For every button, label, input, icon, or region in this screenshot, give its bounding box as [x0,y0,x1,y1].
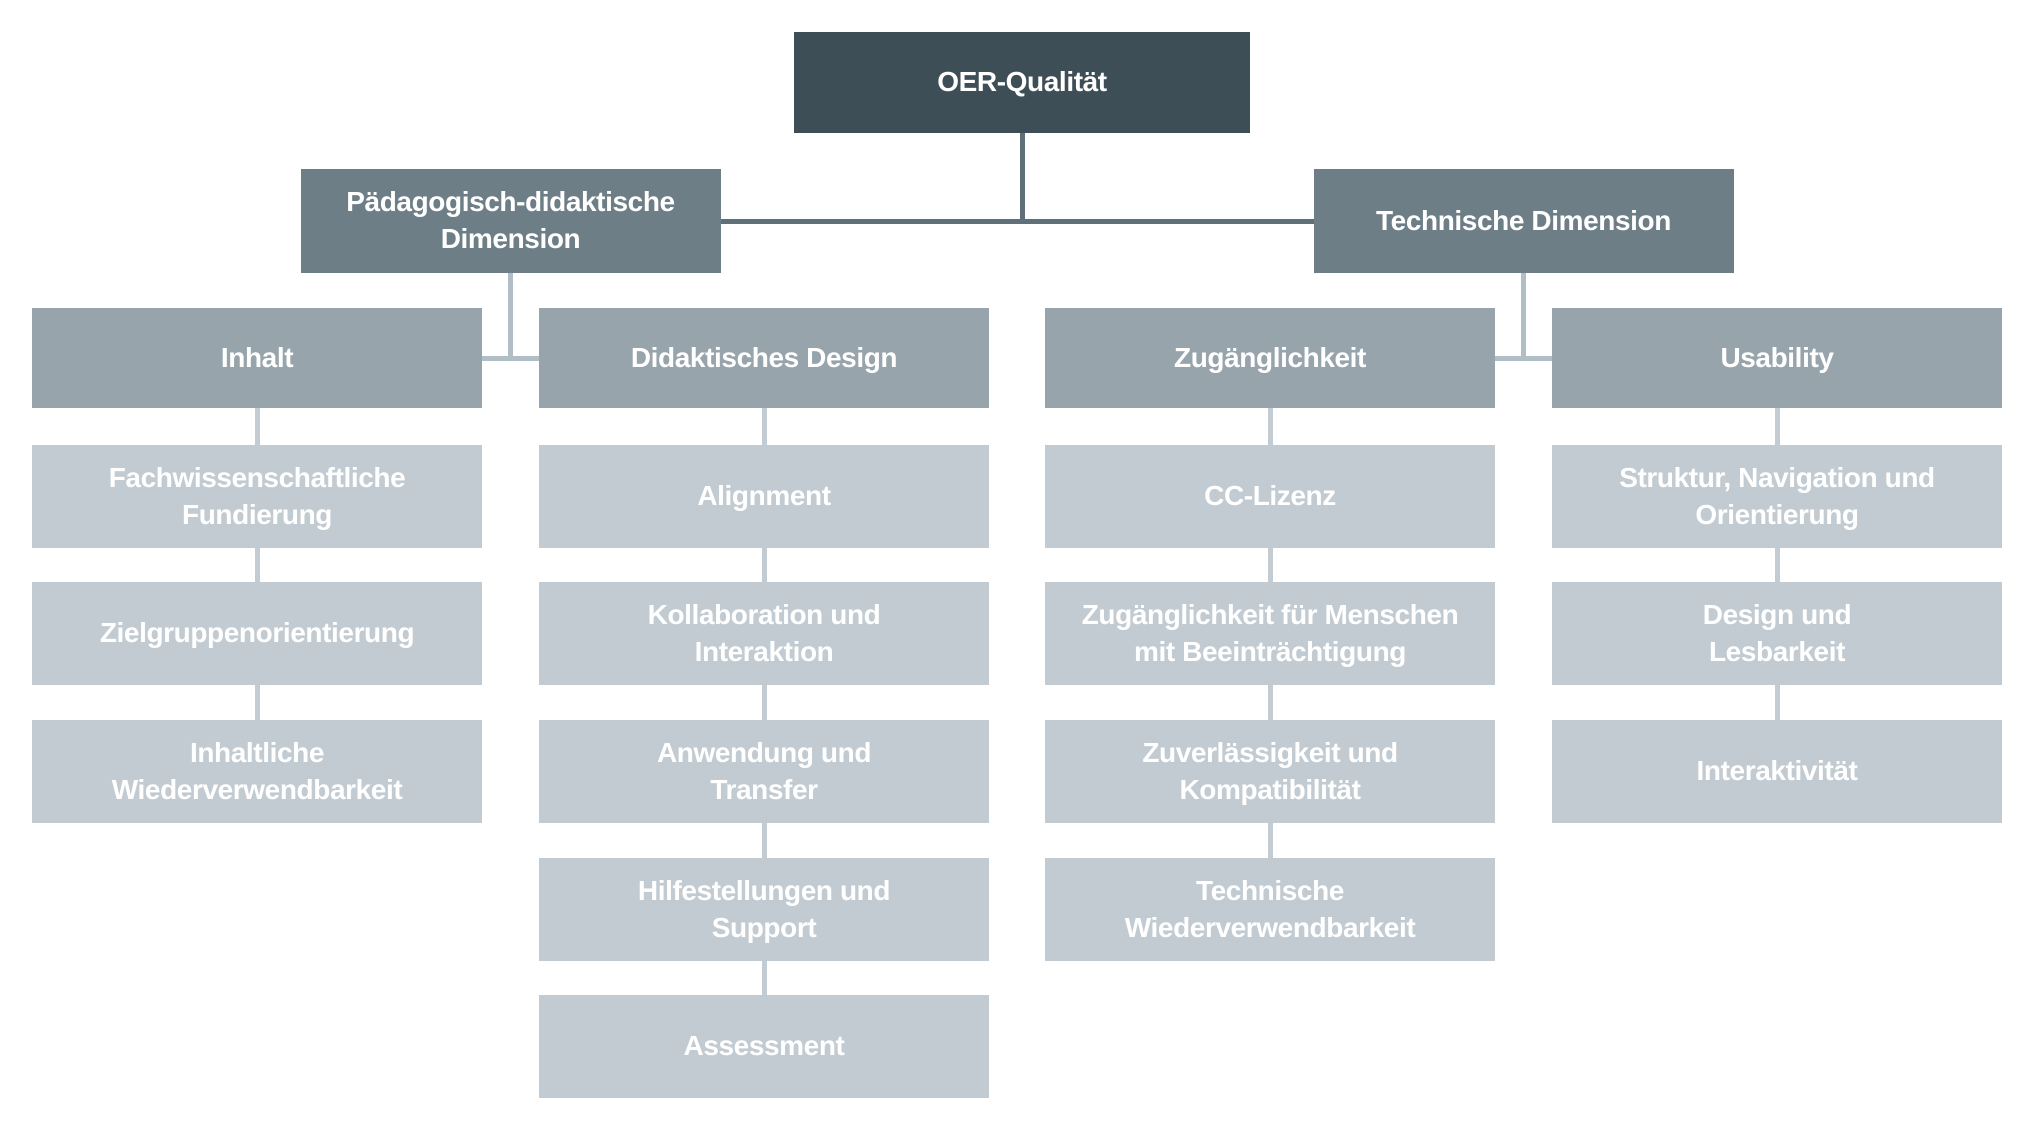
node-cc-lizenz-label: CC-Lizenz [1204,480,1336,512]
node-zugaenglichkeit-label: Zugänglichkeit [1174,341,1366,373]
node-interaktivitaet: Interaktivität [1552,720,2002,823]
node-usability: Usability [1552,308,2002,408]
node-zuverlaessigkeit-und-kompatibilitaet-label: Zuverlässigkeit und Kompatibilität [1142,736,1398,805]
connector-usability-item-2 [1774,685,1780,720]
connector-usability-item-0 [1774,408,1780,445]
node-technische-wiederverwendbarkeit: Technische Wiederverwendbarkeit [1045,858,1495,961]
node-inhaltliche-wiederverwendbarkeit-label: Inhaltliche Wiederverwendbarkeit [111,736,403,805]
node-didaktisches-design-label: Didaktisches Design [630,341,898,373]
node-assessment-label: Assessment [683,1030,845,1062]
connector-paedagogisch-didaktische-dimension-vertical [508,273,513,358]
node-technische-dimension: Technische Dimension [1313,169,1734,273]
node-struktur-navigation-und-orientierung: Struktur, Navigation und Orientierung [1552,445,2002,548]
node-zielgruppenorientierung-label: Zielgruppenorientierung [99,617,415,649]
connector-dimensions-horizontal [720,218,1314,224]
node-inhalt-label: Inhalt [220,341,294,373]
node-kollaboration-und-interaktion-label: Kollaboration und Interaktion [647,598,881,667]
node-struktur-navigation-und-orientierung-label: Struktur, Navigation und Orientierung [1619,461,1935,530]
node-oer-qualitaet-label: OER-Qualität [937,66,1107,98]
node-technische-dimension-label: Technische Dimension [1376,204,1671,236]
connector-didaktisches-design-item-3 [761,823,767,858]
connector-didaktisches-design-item-0 [761,408,767,445]
node-kollaboration-und-interaktion: Kollaboration und Interaktion [539,582,989,685]
node-inhaltliche-wiederverwendbarkeit: Inhaltliche Wiederverwendbarkeit [32,720,482,823]
node-hilfestellungen-und-support: Hilfestellungen und Support [539,858,989,961]
node-inhalt: Inhalt [32,308,482,408]
connector-paedagogisch-didaktische-dimension-horizontal [482,355,539,361]
node-cc-lizenz: CC-Lizenz [1045,445,1495,548]
connector-zugaenglichkeit-item-1 [1267,548,1273,582]
node-zielgruppenorientierung: Zielgruppenorientierung [32,582,482,685]
node-fachwissenschaftliche-fundierung-label: Fachwissenschaftliche Fundierung [108,461,406,530]
node-assessment: Assessment [539,995,989,1098]
node-oer-qualitaet: OER-Qualität [794,32,1250,133]
connector-inhalt-item-1 [254,548,260,582]
node-fachwissenschaftliche-fundierung: Fachwissenschaftliche Fundierung [32,445,482,548]
node-didaktisches-design: Didaktisches Design [539,308,989,408]
connector-usability-item-1 [1774,548,1780,582]
connector-technische-dimension-horizontal [1495,355,1552,361]
node-alignment: Alignment [539,445,989,548]
node-hilfestellungen-und-support-label: Hilfestellungen und Support [637,874,891,943]
node-paedagogisch-didaktische-dimension: Pädagogisch-didaktische Dimension [300,169,721,273]
connector-inhalt-item-2 [254,685,260,720]
connector-zugaenglichkeit-item-3 [1267,823,1273,858]
connector-zugaenglichkeit-item-0 [1267,408,1273,445]
connector-didaktisches-design-item-2 [761,685,767,720]
node-interaktivitaet-label: Interaktivität [1696,755,1858,787]
node-zugaenglichkeit-fuer-menschen-mit-beeintraechtigung: Zugänglichkeit für Menschen mit Beeinträ… [1045,582,1495,685]
node-design-und-lesbarkeit-label: Design und Lesbarkeit [1702,598,1852,667]
connector-technische-dimension-vertical [1521,273,1526,358]
connector-root-vertical [1019,133,1025,221]
node-zugaenglichkeit-fuer-menschen-mit-beeintraechtigung-label: Zugänglichkeit für Menschen mit Beeinträ… [1081,598,1459,667]
node-paedagogisch-didaktische-dimension-label: Pädagogisch-didaktische Dimension [346,186,675,254]
node-anwendung-und-transfer: Anwendung und Transfer [539,720,989,823]
node-zuverlaessigkeit-und-kompatibilitaet: Zuverlässigkeit und Kompatibilität [1045,720,1495,823]
connector-zugaenglichkeit-item-2 [1267,685,1273,720]
connector-didaktisches-design-item-1 [761,548,767,582]
node-zugaenglichkeit: Zugänglichkeit [1045,308,1495,408]
node-technische-wiederverwendbarkeit-label: Technische Wiederverwendbarkeit [1124,874,1416,943]
connector-inhalt-item-0 [254,408,260,445]
node-anwendung-und-transfer-label: Anwendung und Transfer [656,736,872,805]
connector-didaktisches-design-item-4 [761,961,767,995]
node-usability-label: Usability [1720,341,1834,373]
node-design-und-lesbarkeit: Design und Lesbarkeit [1552,582,2002,685]
node-alignment-label: Alignment [697,480,831,512]
